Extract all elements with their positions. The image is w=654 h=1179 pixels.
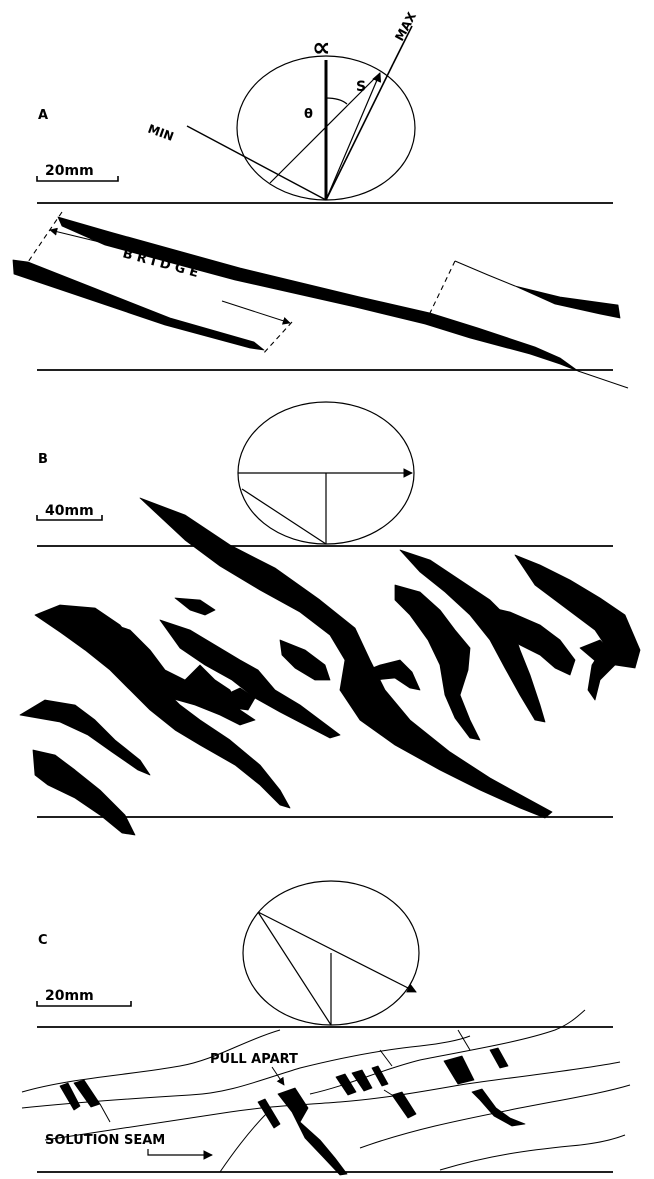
panel-a-theta-arc (326, 98, 347, 104)
panel-c-vein-10 (490, 1048, 508, 1068)
panel-b-scale-label: 40mm (45, 503, 94, 519)
panel-c-seam-6 (440, 1135, 625, 1170)
panel-a-bridge-arrow-right (222, 301, 290, 323)
panel-b-label: B (38, 452, 48, 467)
panel-c-seam-3 (45, 1062, 620, 1140)
panel-a-strain-ellipse: ∝ θ S MAX MIN (146, 9, 419, 200)
panel-c-vein-tail-1 (100, 1104, 110, 1122)
panel-b: B 40mm (20, 402, 640, 835)
panel-c-vein-3 (258, 1099, 280, 1128)
panel-a-max-label: MAX (392, 9, 419, 43)
panel-a-veins (13, 217, 628, 388)
panel-b-strain-ellipse (238, 402, 414, 544)
panel-a-scale-label: 20mm (45, 163, 94, 179)
panel-b-vein-middle-2 (280, 640, 330, 680)
panel-a-s-arrow (326, 73, 380, 200)
panel-a-bridge-dash-right (430, 261, 455, 313)
panel-b-vein-fragment-1 (175, 598, 215, 615)
panel-c-seam-4 (310, 1010, 585, 1094)
panel-a-vein-right-tip (455, 261, 515, 286)
panel-c-solution-seam-label: SOLUTION SEAM (45, 1133, 165, 1148)
panel-a-scale-bar: 20mm (37, 163, 118, 181)
panel-a-vein-middle-tip (578, 371, 628, 388)
panel-c-label: C (38, 933, 48, 948)
panel-b-vein-bottom-left (33, 750, 135, 835)
panel-c-vein-9 (444, 1056, 474, 1084)
panel-c-solution-seam-arrow (148, 1149, 212, 1155)
panel-c-pull-apart-label: PULL APART (210, 1052, 298, 1067)
panel-b-veins (20, 498, 640, 835)
panel-a: A 20mm ∝ θ S MAX MIN (13, 9, 628, 388)
panel-a-s-label: S (356, 79, 366, 95)
panel-a-theta-label: θ (304, 107, 313, 122)
panel-c-diagonal-arrow (258, 912, 416, 992)
panel-b-scale-bar: 40mm (37, 503, 102, 520)
panel-c-chord (258, 912, 331, 1025)
panel-a-vein-right (515, 286, 620, 318)
panel-a-bridge-dash-left (28, 212, 62, 262)
panel-c-vein-5 (336, 1074, 356, 1095)
panel-c-vein-7 (372, 1066, 388, 1086)
panel-c-strain-ellipse (243, 881, 419, 1025)
panel-c-scale-bar: 20mm (37, 988, 131, 1006)
panel-c-seam-7 (220, 1112, 268, 1172)
panel-a-vein-middle (58, 217, 578, 371)
panel-a-bridge-dash-mid (262, 322, 292, 355)
panel-a-min-label: MIN (146, 122, 176, 144)
panel-c-vein-11 (472, 1089, 525, 1126)
panel-a-min-axis (187, 126, 326, 200)
panel-a-label: A (38, 108, 48, 123)
panel-c-vein-4 (278, 1088, 347, 1175)
panel-c: C 20mm (22, 881, 630, 1175)
panel-c-vein-tail-3 (458, 1030, 470, 1050)
panel-a-alpha-label: ∝ (312, 33, 331, 63)
panel-c-vein-8 (392, 1092, 416, 1118)
panel-c-scale-label: 20mm (45, 988, 94, 1004)
